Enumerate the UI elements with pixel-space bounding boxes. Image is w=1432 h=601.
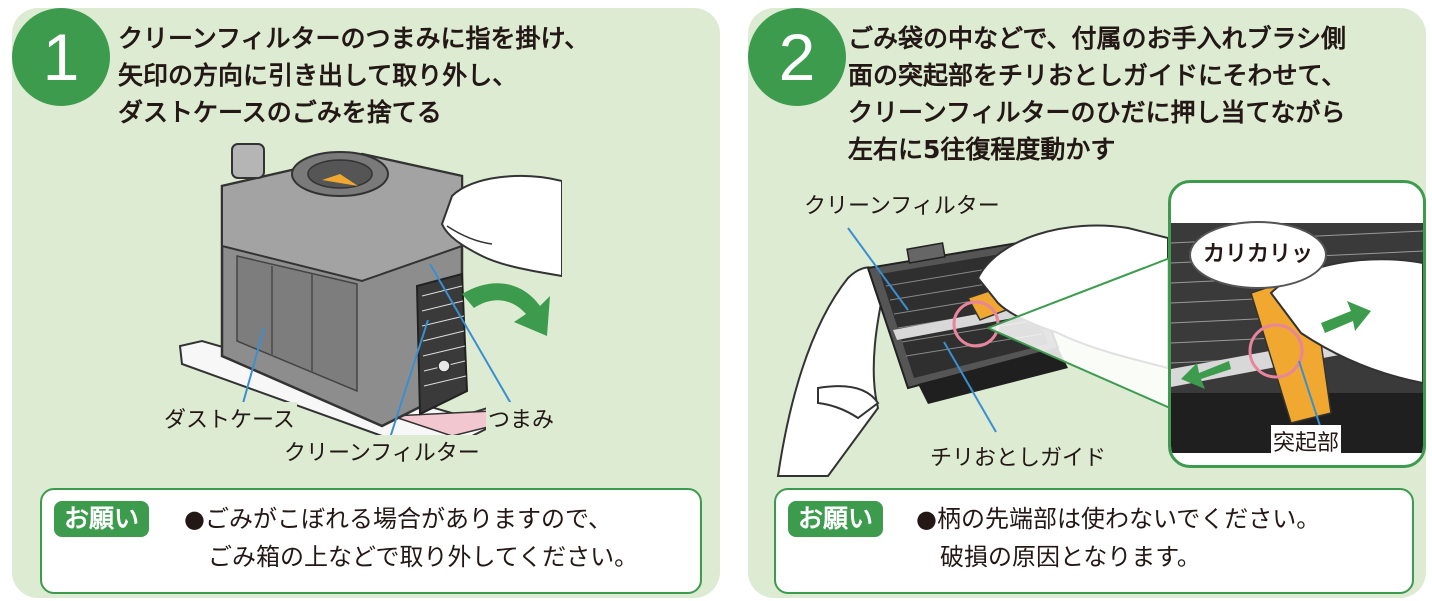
- dust-case-illustration: [178, 143, 562, 443]
- step2-instruction: ごみ袋の中などで、付属のお手入れブラシ側 面の突起部をチリおとしガイドにそわせて…: [848, 24, 1347, 164]
- zoom-connector: [847, 227, 1171, 433]
- protrusion-label: 突起部: [1271, 425, 1342, 457]
- dust-case-label: ダストケース: [162, 402, 297, 434]
- zoom-illustration: [1171, 223, 1423, 453]
- step1-number-badge: 1: [12, 8, 110, 106]
- step1-panel: 1 クリーンフィルターのつまみに指を掛け、 矢印の方向に引き出して取り外し、 ダ…: [12, 8, 720, 598]
- zoom-inset: カリカリッ 突起部: [1168, 180, 1426, 468]
- knob-label: つまみ: [486, 402, 557, 434]
- clean-filter-label-2: クリーンフィルター: [802, 188, 1002, 220]
- step1-note-box: お願い ●ごみがこぼれる場合がありますので、 ごみ箱の上などで取り外してください…: [40, 488, 702, 594]
- step2-number-badge: 2: [748, 8, 846, 106]
- step1-note-text: ●ごみがこぼれる場合がありますので、 ごみ箱の上などで取り外してください。: [184, 505, 639, 571]
- clean-filter-label: クリーンフィルター: [282, 435, 482, 467]
- step1-instruction: クリーンフィルターのつまみに指を掛け、 矢印の方向に引き出して取り外し、 ダスト…: [118, 24, 590, 127]
- note-badge-2: お願い: [788, 501, 884, 537]
- step2-note-text: ●柄の先端部は使わないでください。 破損の原因となります。: [916, 505, 1321, 571]
- sound-bubble: カリカリッ: [1189, 221, 1327, 289]
- step1-leader-lines: [239, 263, 518, 445]
- dust-guide-label: チリおとしガイド: [928, 440, 1109, 472]
- step2-note-box: お願い ●柄の先端部は使わないでください。 破損の原因となります。: [774, 488, 1414, 594]
- step2-panel: 2 ごみ袋の中などで、付属のお手入れブラシ側 面の突起部をチリおとしガイドにそわ…: [748, 8, 1426, 598]
- note-badge: お願い: [54, 501, 150, 537]
